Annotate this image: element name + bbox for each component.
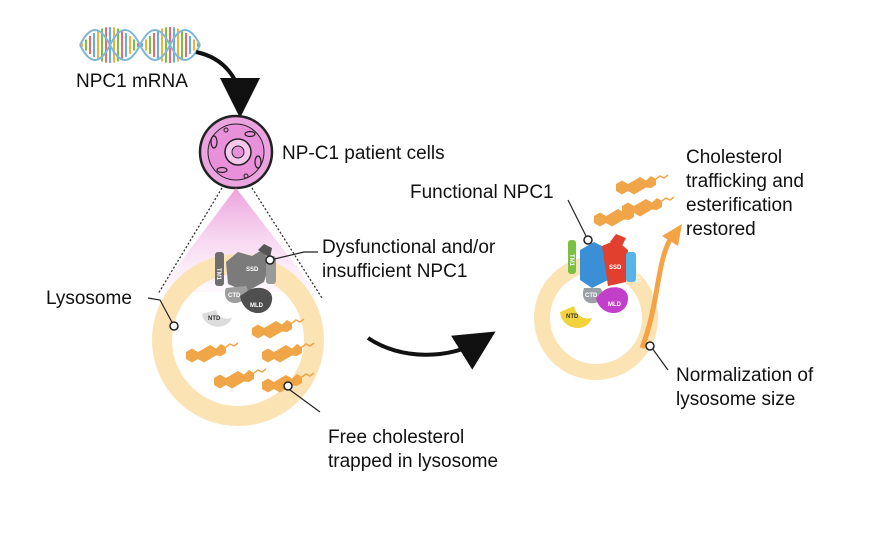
mrna-to-cell-arrow (195, 50, 260, 118)
trapped-cholesterol (185, 318, 315, 394)
mrna-helix-icon (79, 27, 201, 63)
patient-cell-icon (198, 114, 274, 190)
svg-text:SSD: SSD (246, 267, 259, 273)
dysfunctional-npc1-protein: TM1 SSD CTD MLD NTD (202, 244, 276, 327)
restored-label-line4: restored (686, 219, 756, 240)
svg-text:CTD: CTD (585, 293, 598, 299)
mrna-label: NPC1 mRNA (76, 71, 188, 92)
cholesterol-export-arrow (639, 234, 675, 349)
restored-label-line1: Cholesterol (686, 147, 783, 168)
functional-npc1-protein: TM1 SSD TM8-13 CTD MLD NTD (560, 234, 640, 329)
dysfunctional-label-line2: insufficient NPC1 (322, 261, 468, 282)
svg-text:MLD: MLD (250, 303, 264, 309)
normalization-label-line1: Normalization of (676, 365, 814, 386)
lysosome-label: Lysosome (46, 288, 132, 309)
svg-text:CTD: CTD (228, 293, 241, 299)
svg-text:NTD: NTD (208, 316, 221, 322)
treatment-arrow (366, 331, 496, 370)
patient-cells-label: NP-C1 patient cells (282, 143, 445, 164)
restored-label-line3: esterification (686, 195, 793, 216)
svg-text:TM1: TM1 (215, 268, 221, 281)
svg-text:NTD: NTD (566, 314, 579, 320)
free-cholesterol-label-line2: trapped in lysosome (328, 451, 499, 472)
svg-text:SSD: SSD (609, 265, 622, 271)
normalization-label-line2: lysosome size (676, 389, 796, 410)
dysfunctional-label-line1: Dysfunctional and/or (322, 237, 496, 258)
svg-text:MLD: MLD (608, 302, 622, 308)
released-cholesterol (593, 174, 675, 228)
functional-npc1-label: Functional NPC1 (410, 182, 554, 203)
free-cholesterol-label-line1: Free cholesterol (328, 427, 465, 448)
restored-label-line2: trafficking and (686, 171, 804, 192)
svg-text:TM1: TM1 (568, 254, 574, 267)
svg-text:TM8-13: TM8-13 (634, 262, 640, 283)
